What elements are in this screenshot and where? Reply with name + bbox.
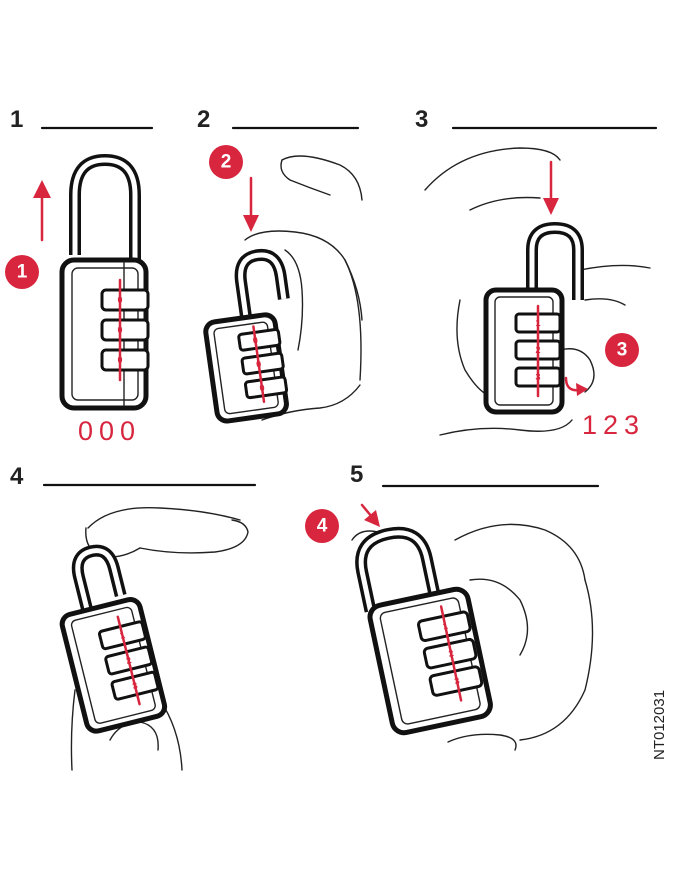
rotate-arrow-icon bbox=[564, 376, 588, 396]
dial-digit: 0 bbox=[117, 295, 122, 305]
step-4-panel: 4 1 2 3 bbox=[10, 463, 257, 771]
padlock-open: 1 2 3 bbox=[483, 221, 584, 415]
svg-text:1: 1 bbox=[17, 262, 28, 283]
padlock-open: 0 0 0 bbox=[59, 153, 150, 411]
dial-digit: 3 bbox=[535, 372, 540, 382]
dial-digit: 0 bbox=[256, 359, 262, 370]
step-1-code: 000 bbox=[78, 416, 141, 446]
hand-illustration bbox=[424, 147, 651, 436]
dial-wheels: 0 0 0 bbox=[100, 278, 150, 382]
dial-digit: 0 bbox=[252, 335, 258, 346]
hand-illustration bbox=[244, 155, 363, 421]
padlock-pressed: 0 0 0 bbox=[203, 248, 290, 424]
dial-digit: 3 bbox=[131, 680, 138, 691]
dial-digit: 1 bbox=[442, 621, 449, 632]
step-4-number: 4 bbox=[10, 463, 24, 490]
dial-digit: 2 bbox=[535, 345, 540, 355]
step-3-code: 123 bbox=[582, 410, 645, 440]
dial-digit: 2 bbox=[125, 655, 132, 666]
hand-illustration bbox=[351, 523, 594, 751]
up-arrow-icon bbox=[33, 180, 51, 242]
badge-3: 3 bbox=[605, 333, 639, 367]
dial-digit: 3 bbox=[453, 675, 460, 686]
down-arrow-icon bbox=[243, 176, 259, 232]
dial-digit: 0 bbox=[117, 355, 122, 365]
badge-4: 4 bbox=[305, 509, 339, 543]
dial-digit: 2 bbox=[448, 648, 455, 659]
dial-digit: 1 bbox=[119, 630, 126, 641]
reference-code: NT012031 bbox=[651, 690, 668, 760]
down-arrow-icon bbox=[543, 160, 559, 215]
step-3-panel: 3 1 2 3 3 bbox=[415, 106, 658, 440]
dial-digit: 0 bbox=[117, 325, 122, 335]
step-1-number: 1 bbox=[10, 106, 23, 133]
press-arrow-icon bbox=[360, 503, 380, 527]
badge-1: 1 bbox=[5, 255, 39, 289]
step-3-number: 3 bbox=[415, 106, 428, 133]
step-5-number: 5 bbox=[350, 461, 363, 488]
dial-digit: 1 bbox=[535, 318, 540, 328]
dial-digit: 0 bbox=[259, 383, 265, 394]
svg-text:4: 4 bbox=[317, 516, 328, 537]
step-2-panel: 2 2 0 0 0 bbox=[197, 106, 363, 424]
step-5-panel: 5 4 1 2 3 bbox=[305, 461, 600, 751]
svg-text:2: 2 bbox=[221, 152, 232, 173]
step-1-panel: 1 1 0 0 0 bbox=[5, 106, 154, 446]
step-2-number: 2 bbox=[197, 106, 210, 133]
badge-2: 2 bbox=[209, 145, 243, 179]
svg-text:3: 3 bbox=[617, 340, 628, 361]
padlock-open: 1 2 3 bbox=[59, 544, 168, 734]
padlock-closed: 1 2 3 bbox=[355, 526, 493, 736]
